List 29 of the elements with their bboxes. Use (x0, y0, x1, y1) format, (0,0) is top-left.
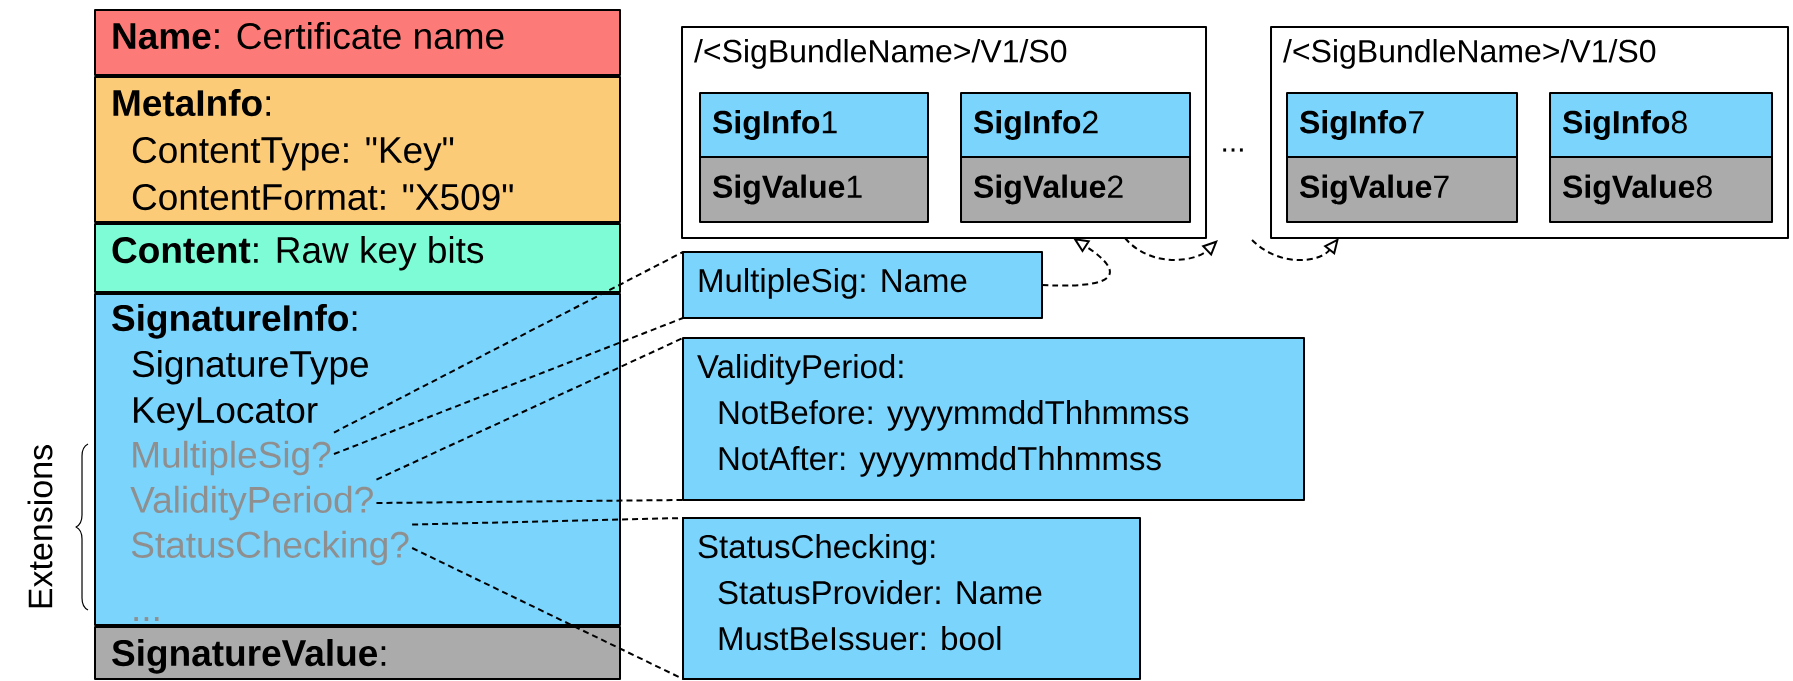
leader-line (411, 517, 684, 526)
extension-detail-box: ValidityPeriod: NotBefore: yyyymmddThhmmss NotAfter: yyyymmddThhmmss (682, 337, 1305, 501)
extension-field: ValidityPeriod? (130, 485, 373, 521)
leader-line (375, 337, 684, 481)
arrow (1124, 237, 1218, 261)
sigvalue-cell: SigValue2 (960, 156, 1191, 223)
content-band: Content: Raw key bits (94, 223, 621, 293)
sigvalue-cell: SigValue1 (699, 156, 929, 223)
signaturevalue-band: SignatureValue: (94, 626, 621, 680)
ellipsis: ... (1223, 148, 1243, 152)
bracket-label: Extensions (27, 445, 53, 608)
leader-line (332, 251, 684, 434)
arrow (1041, 238, 1111, 287)
leader-line (411, 547, 684, 680)
extension-field: StatusChecking? (131, 530, 409, 566)
name-field-band: Name: Certificate name (94, 9, 621, 76)
sigvalue-cell: SigValue7 (1286, 156, 1518, 223)
leader-line (332, 317, 684, 455)
sigvalue-cell: SigValue8 (1549, 156, 1773, 223)
extension-field: MultipleSig? (133, 440, 331, 476)
leader-line (375, 499, 684, 504)
arrow (1251, 238, 1339, 261)
siginfo-cell: SigInfo8 (1549, 92, 1773, 158)
siginfo-cell: SigInfo2 (960, 92, 1191, 158)
extension-detail-box: MultipleSig: Name (682, 251, 1043, 319)
siginfo-cell: SigInfo1 (699, 92, 929, 158)
siginfo-cell: SigInfo7 (1286, 92, 1518, 158)
metainfo-band: MetaInfo: ContentType: "Key" ContentFormat: "X509" (94, 76, 621, 223)
extension-detail-box: StatusChecking: StatusProvider: Name MustBeIssuer: bool (682, 517, 1141, 680)
